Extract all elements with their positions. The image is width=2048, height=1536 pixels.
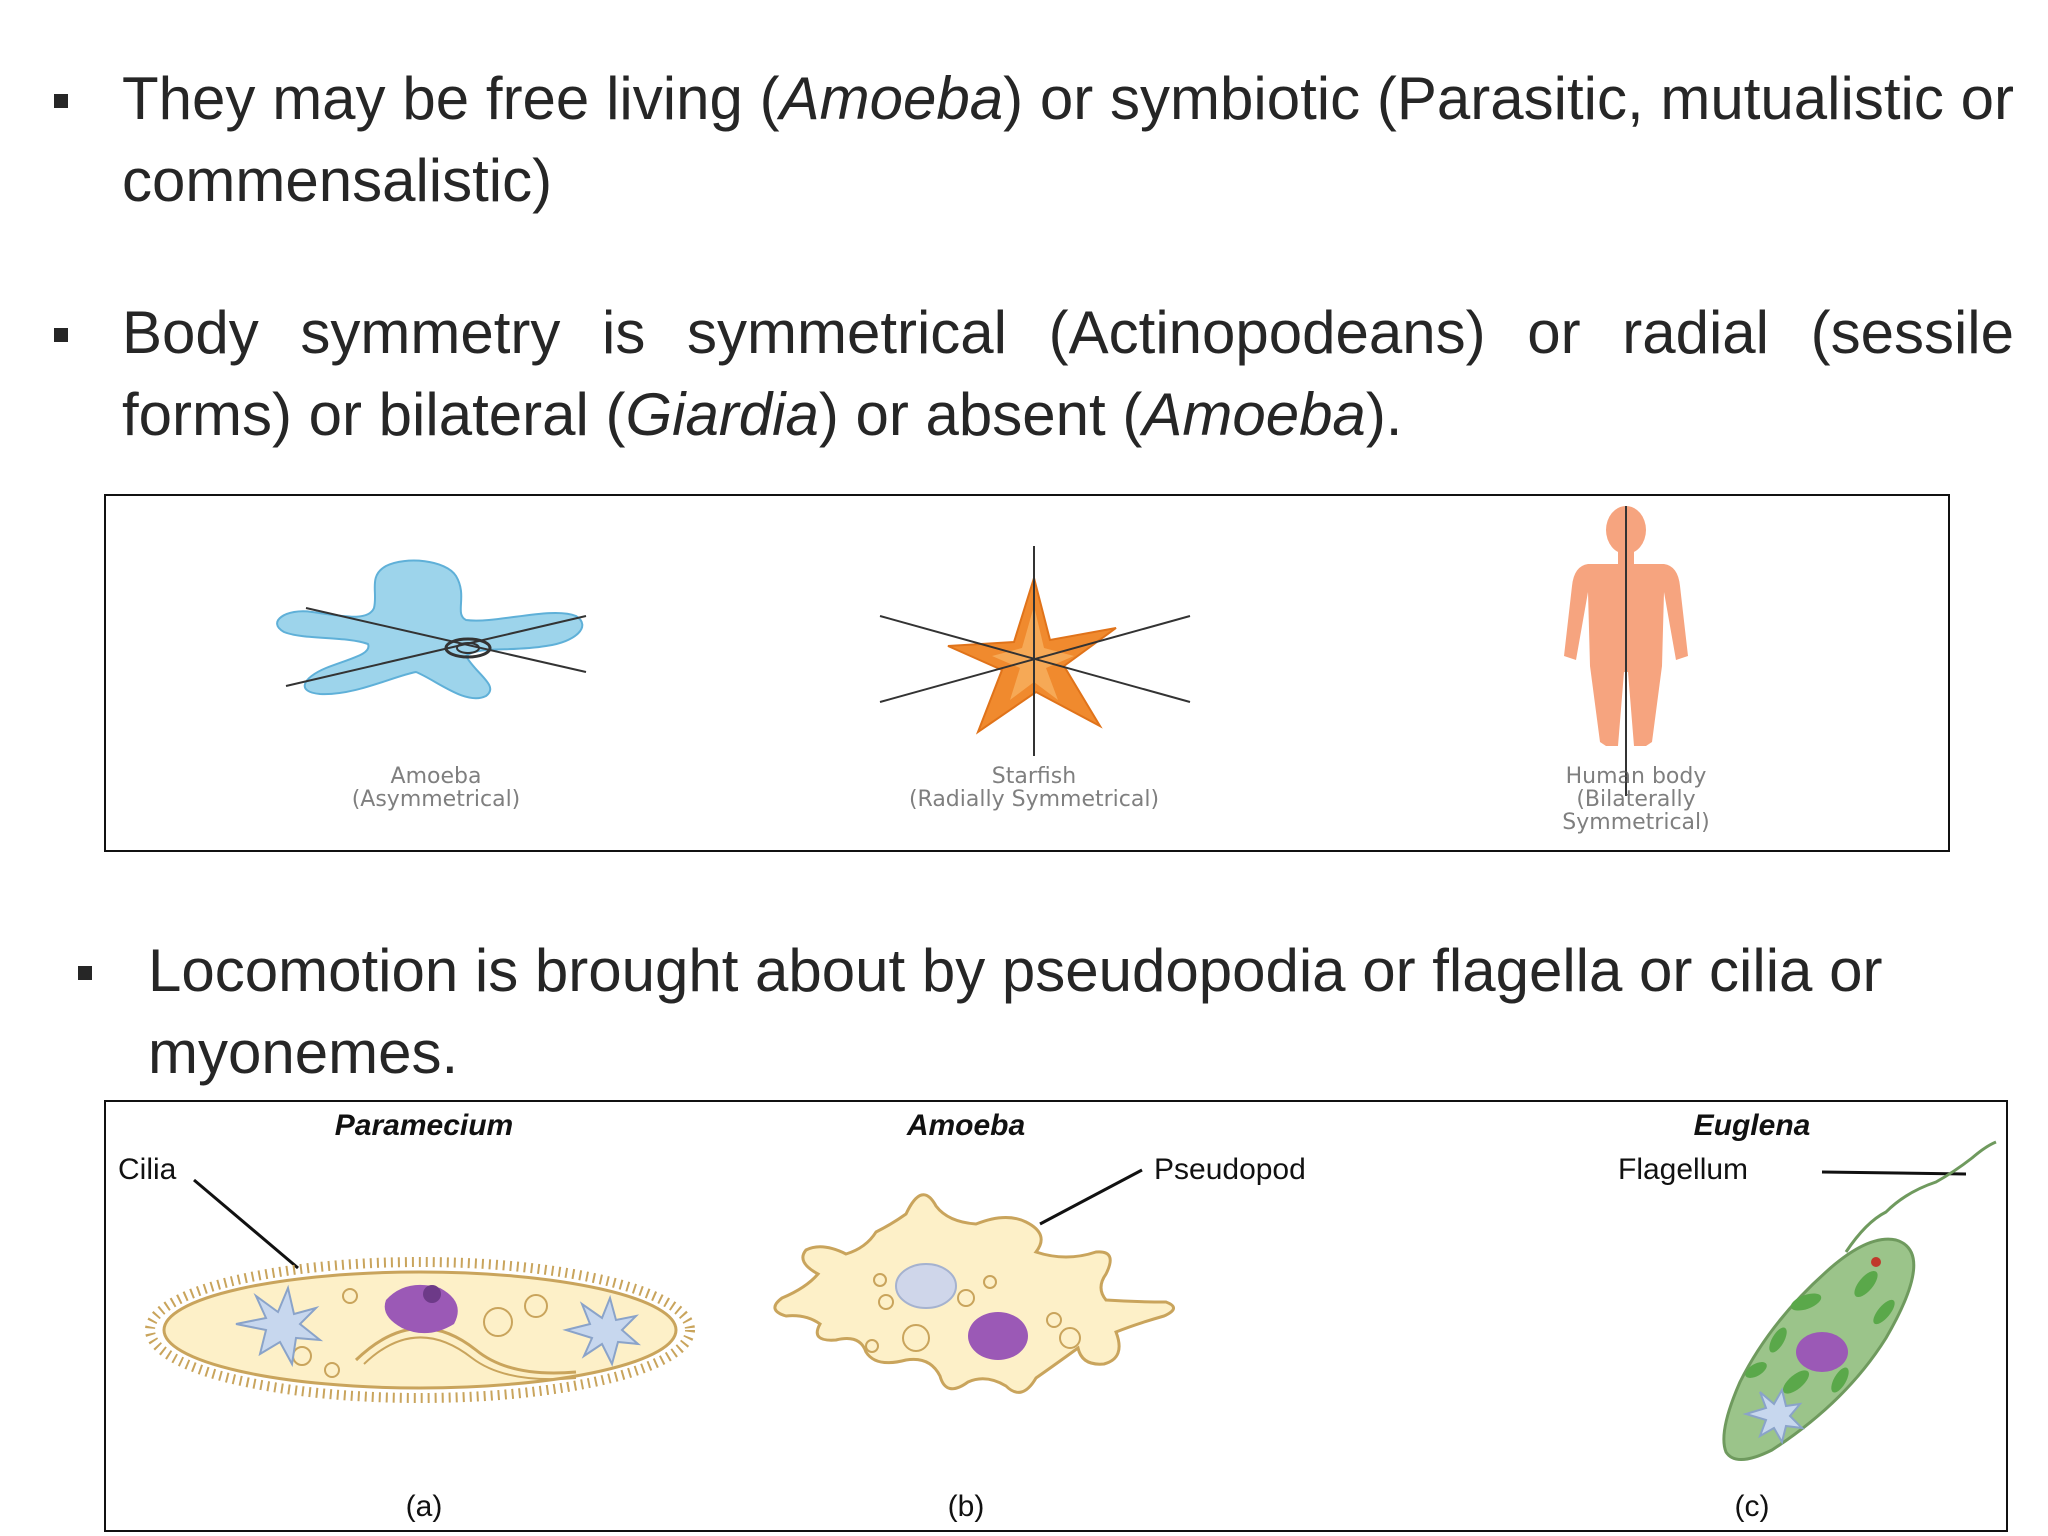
- italic-term: Amoeba: [779, 65, 1004, 132]
- cilia-pointer-line: [193, 1178, 299, 1270]
- text-segment: Locomotion is brought about by pseudopod…: [148, 937, 1883, 1086]
- flagellum-pointer-line: [1821, 1170, 1967, 1176]
- symmetry-figure: Amoeba (Asymmetrical) Starfish (Radially…: [104, 494, 1950, 852]
- paramecium-title: Paramecium: [335, 1109, 513, 1142]
- bullet-locomotion: Locomotion is brought about by pseudopod…: [78, 930, 2028, 1094]
- bullet-square-icon: [78, 966, 92, 980]
- starfish-sublabel: (Radially Symmetrical): [909, 787, 1159, 812]
- amoeba-symmetry-illustration: [276, 559, 587, 700]
- bullet-symmetry: Body symmetry is symmetrical (Actinopode…: [54, 292, 2014, 456]
- pseudopod-pointer-line: [1039, 1168, 1143, 1226]
- starfish-illustration: [879, 546, 1191, 756]
- euglena-title: Euglena: [1694, 1109, 1811, 1142]
- euglena-illustration: [1722, 1140, 1997, 1461]
- bullet-text-lifestyle: They may be free living (Amoeba) or symb…: [122, 58, 2014, 222]
- amoeba-title: Amoeba: [906, 1109, 1025, 1142]
- bullet-lifestyle: They may be free living (Amoeba) or symb…: [54, 58, 2014, 222]
- text-segment: ) or absent (: [818, 381, 1143, 448]
- paramecium-letter: (a): [406, 1490, 443, 1523]
- flagellum-label: Flagellum: [1618, 1153, 1748, 1186]
- bullet-text-symmetry: Body symmetry is symmetrical (Actinopode…: [122, 292, 2014, 456]
- text-segment: They may be free living (: [122, 65, 780, 132]
- italic-term: Giardia: [625, 381, 819, 448]
- paramecium-illustration: [145, 1257, 695, 1403]
- bullet-square-icon: [54, 328, 68, 342]
- amoeba-locomotion-illustration: [773, 1193, 1175, 1394]
- bullet-text-locomotion: Locomotion is brought about by pseudopod…: [148, 930, 2008, 1094]
- text-segment: ) or symbiotic (Parasitic, mutualistic o…: [122, 65, 2014, 214]
- amoeba-letter: (b): [948, 1490, 985, 1523]
- amoeba-symmetry-sublabel: (Asymmetrical): [352, 787, 521, 812]
- italic-term: Amoeba: [1142, 381, 1366, 448]
- euglena-letter: (c): [1735, 1490, 1770, 1523]
- human-label: Human body: [1566, 764, 1707, 789]
- text-segment: ).: [1365, 381, 1403, 448]
- human-sublabel: (Bilaterally: [1576, 787, 1695, 812]
- cilia-label: Cilia: [118, 1153, 177, 1186]
- pseudopod-label: Pseudopod: [1154, 1153, 1306, 1186]
- human-body-illustration: [1564, 506, 1688, 796]
- text-segment: Body symmetry is symmetrical (Actinopode…: [122, 299, 2014, 448]
- locomotion-figure: Paramecium Cilia (a) Amoeba Pseudopod: [104, 1100, 2008, 1532]
- human-sublabel-2: Symmetrical): [1562, 810, 1709, 835]
- amoeba-symmetry-label: Amoeba: [391, 764, 482, 789]
- starfish-label: Starfish: [992, 764, 1076, 789]
- bullet-square-icon: [54, 94, 68, 108]
